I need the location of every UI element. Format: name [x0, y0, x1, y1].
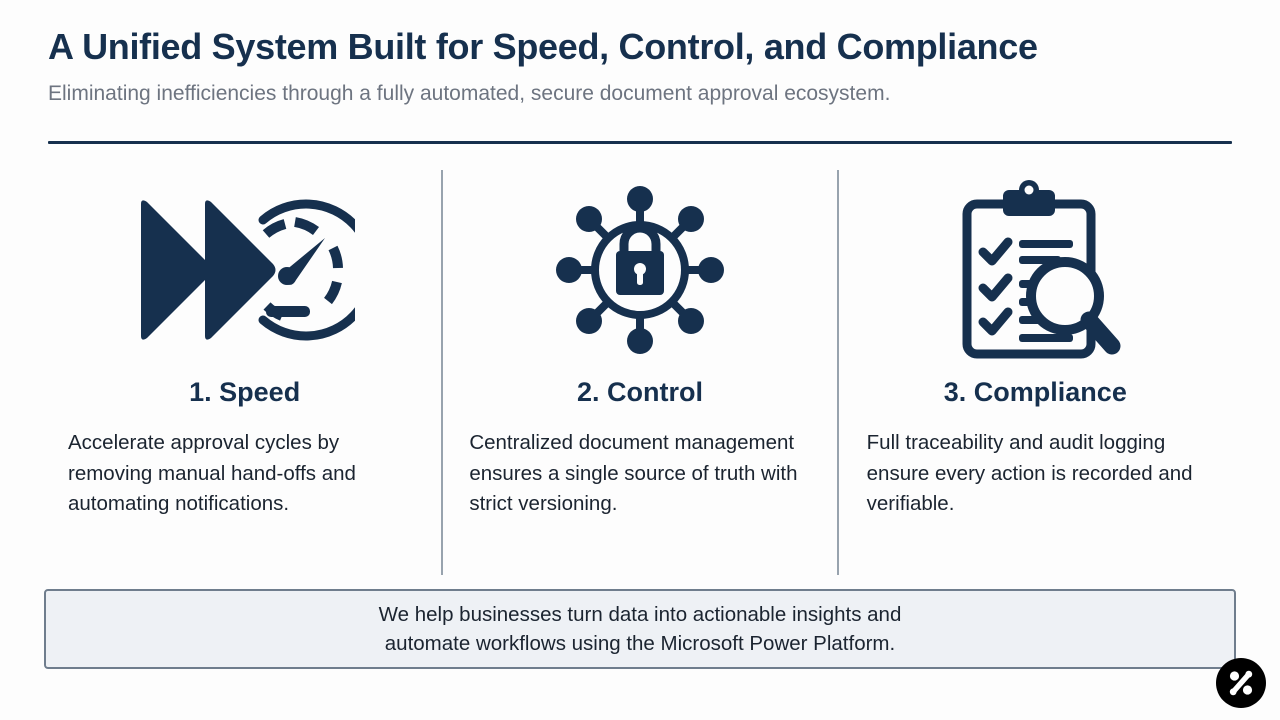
speed-gauge-icon — [66, 170, 423, 370]
feature-heading-control: 2. Control — [576, 377, 703, 407]
feature-column-speed: 1. Speed Accelerate approval cycles by r… — [48, 170, 441, 575]
feature-column-control: 2. Control Centralized document manageme… — [441, 170, 836, 575]
feature-body-control: Centralized document management ensures … — [469, 431, 798, 515]
feature-columns: 1. Speed Accelerate approval cycles by r… — [48, 170, 1232, 575]
feature-body-speed: Accelerate approval cycles by removing m… — [68, 431, 356, 515]
callout-text: We help businesses turn data into action… — [379, 600, 902, 658]
feature-heading-speed: 1. Speed — [189, 377, 301, 407]
network-lock-icon — [461, 170, 818, 370]
callout-box: We help businesses turn data into action… — [44, 589, 1236, 669]
feature-column-compliance: 3. Compliance Full traceability and audi… — [836, 170, 1232, 575]
header-divider-rule — [48, 141, 1232, 144]
feature-heading-compliance: 3. Compliance — [943, 377, 1127, 407]
percent-mark-logo — [1216, 658, 1266, 708]
callout-line-2: automate workflows using the Microsoft P… — [384, 632, 896, 655]
page-subtitle: Eliminating inefficiencies through a ful… — [48, 82, 891, 106]
feature-body-compliance: Full traceability and audit logging ensu… — [866, 431, 1193, 515]
page-title: A Unified System Built for Speed, Contro… — [48, 26, 1038, 67]
slide-header: A Unified System Built for Speed, Contro… — [48, 26, 1232, 107]
callout-line-1: We help businesses turn data into action… — [378, 602, 902, 626]
clipboard-audit-icon — [857, 170, 1214, 370]
